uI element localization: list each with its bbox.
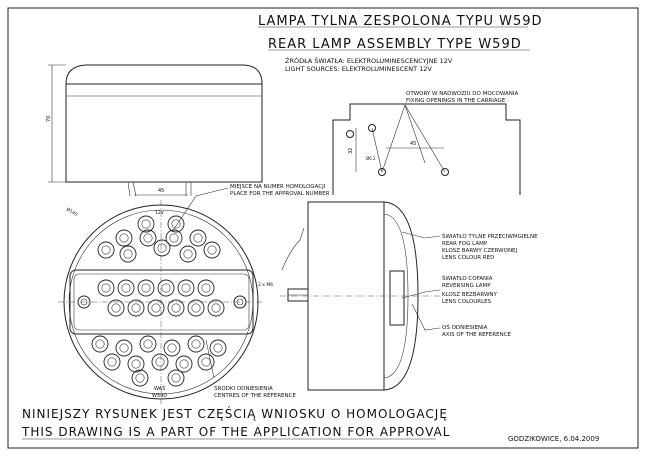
led-bottom-11: [197, 353, 215, 371]
title-en: REAR LAMP ASSEMBLY TYPE W59D: [268, 37, 522, 52]
led-top-8: [119, 245, 137, 263]
reversing-lens-en: LENS COLOURLES: [442, 299, 492, 305]
mount-dim-hole: Ø6.2: [366, 156, 376, 161]
footer-note-en: THIS DRAWING IS A PART OF THE APPLICATIO…: [21, 425, 450, 439]
led-mid-10: [167, 299, 185, 317]
led-top-4: [139, 229, 157, 247]
led-top-5: [165, 229, 183, 247]
led-bottom-12: [131, 369, 149, 387]
led-bottom-7: [103, 353, 121, 371]
front-marking-2: W59D: [152, 393, 167, 399]
led-top-2: [167, 215, 185, 233]
led-cluster-bottom: [91, 335, 227, 387]
sheet-border: [7, 7, 639, 449]
led-cluster-middle: [97, 279, 225, 317]
mount-hole-bottom-right: [441, 168, 449, 176]
mounting-label-en: FIXING OPENINGS IN THE CARRIAGE: [406, 98, 506, 104]
axis-reference-pl: OŚ ODNIESIENIA: [442, 324, 488, 331]
side-view: 2 x M6: [258, 201, 441, 391]
mount-hole-bottom-left: [378, 168, 386, 176]
mounting-label-pl: OTWORY W NADWOZIU DO MOCOWANIA: [406, 91, 518, 97]
dim-height: 70: [46, 116, 52, 122]
led-mid-6: [197, 279, 215, 297]
led-mid-12: [207, 299, 225, 317]
led-mid-9: [147, 299, 165, 317]
axis-reference-en: AXIS OF THE REFERENCE: [442, 332, 512, 338]
led-bottom-2: [115, 339, 133, 357]
led-mid-3: [137, 279, 155, 297]
led-top-3: [115, 229, 133, 247]
mount-hole-top-left: [346, 130, 354, 138]
approval-place-pl: MIEJSCE NA NUMER HOMOLOGACJI: [230, 184, 326, 190]
front-voltage: 12V: [155, 210, 165, 216]
led-bottom-4: [163, 339, 181, 357]
reference-centres-pl: ŚRODKI ODNIESIENIA: [214, 385, 273, 392]
top-view: 70 45: [46, 64, 263, 197]
led-mid-2: [117, 279, 135, 297]
led-mid-11: [187, 299, 205, 317]
title-pl: LAMPA TYLNA ZESPOLONA TYPU W59D: [258, 14, 543, 29]
led-top-9: [153, 239, 171, 257]
led-mid-4: [157, 279, 175, 297]
led-top-1: [137, 215, 155, 233]
led-bottom-3: [139, 335, 157, 353]
led-mid-5: [177, 279, 195, 297]
led-mid-7: [107, 299, 125, 317]
bolt-label: 2 x M6: [258, 282, 273, 288]
front-marking-1: WAŚ: [154, 385, 165, 392]
reference-centres-en: CENTRES OF THE REFERENCE: [214, 393, 296, 399]
rear-fog-lens-pl: KLOSZ BARWY CZERWONEJ: [442, 248, 518, 254]
led-cluster-top: [97, 215, 221, 263]
footer-note-pl: NINIEJSZY RYSUNEK JEST CZĘŚCIĄ WNIOSKU O…: [22, 406, 448, 421]
led-bottom-5: [187, 335, 205, 353]
rear-fog-pl: ŚWIATŁO TYLNE PRZECIWMGIELNE: [442, 233, 538, 240]
led-bottom-8: [127, 355, 145, 373]
led-top-6: [189, 229, 207, 247]
mounting-detail: OTWORY W NADWOZIU DO MOCOWANIA FIXING OP…: [332, 91, 521, 195]
led-top-11: [203, 241, 221, 259]
front-diameter: Ø140: [65, 206, 79, 218]
mount-hole-top-right: [368, 124, 376, 132]
mount-dim-45: 45: [410, 141, 416, 147]
reversing-en: REVERSING LAMP: [442, 283, 491, 289]
led-bottom-13: [167, 369, 185, 387]
led-top-7: [97, 241, 115, 259]
reversing-pl: ŚWIATŁO COFANIA: [442, 275, 493, 282]
led-bottom-1: [91, 335, 109, 353]
led-bottom-10: [175, 355, 193, 373]
approval-place-en: PLACE FOR THE APPROVAL NUMBER: [230, 191, 330, 197]
light-sources-en: LIGHT SOURCES: ELEKTROLUMINESCENT 12V: [285, 65, 432, 73]
light-sources-pl: ŹRÓDŁA ŚWIATŁA: ELEKTROLUMINESCENCYJNE 1…: [285, 56, 453, 65]
led-bottom-6: [209, 339, 227, 357]
reversing-lens-pl: KLOSZ BEZBARWNY: [442, 292, 498, 298]
led-bottom-9: [151, 353, 169, 371]
led-mid-1: [97, 279, 115, 297]
mount-dim-32: 32: [348, 148, 354, 154]
dim-bolt-spacing: 45: [158, 188, 164, 194]
reversing-window: [389, 270, 405, 326]
led-mid-8: [127, 299, 145, 317]
place-date: GODZIKOWICE, 6.04.2009: [508, 435, 599, 443]
rear-fog-en: REAR FOG LAMP: [442, 241, 488, 247]
led-top-10: [179, 245, 197, 263]
rear-fog-lens-en: LENS COLOUR RED: [442, 255, 494, 261]
front-view: 12V Ø140 WAŚ W59D: [58, 187, 264, 404]
